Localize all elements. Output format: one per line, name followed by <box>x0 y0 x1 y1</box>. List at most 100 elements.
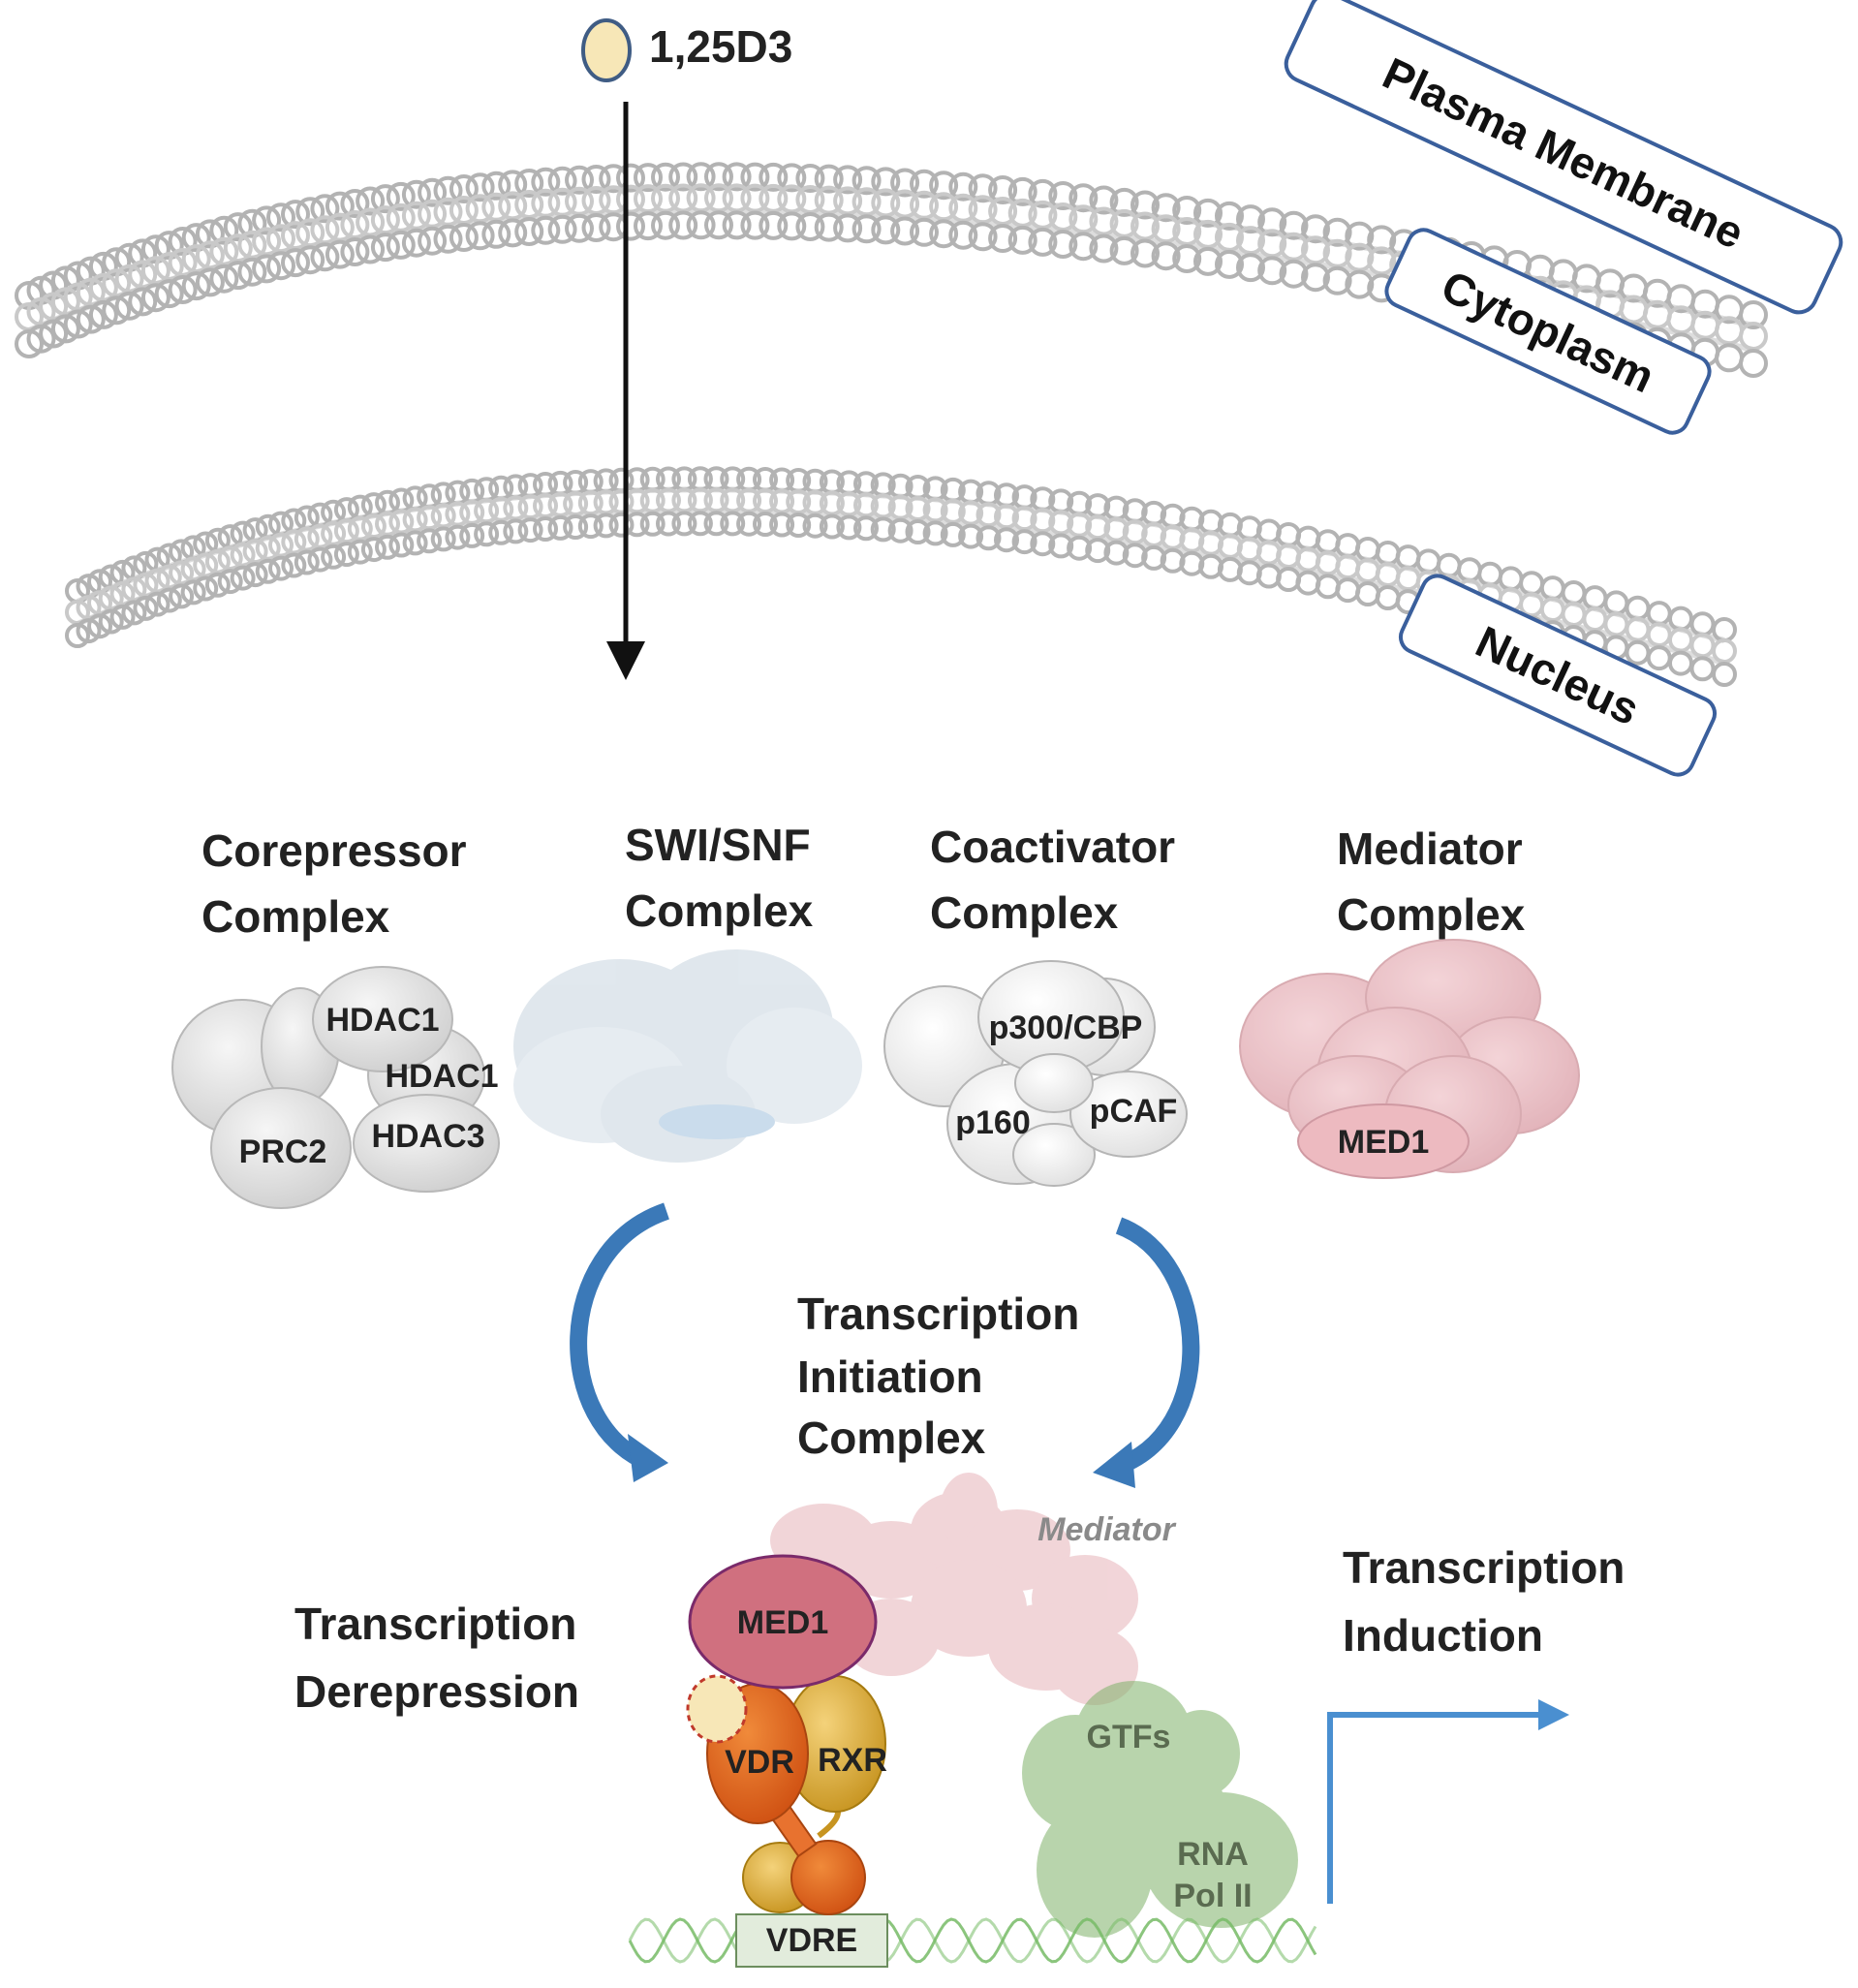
lipid-head <box>360 537 387 563</box>
lipid-head <box>1646 601 1672 627</box>
lipid-head <box>340 189 370 218</box>
corepressor-hdac3-label: HDAC3 <box>371 1118 484 1155</box>
lipid-head <box>581 165 611 194</box>
lipid-head <box>593 513 619 539</box>
lipid-head <box>459 522 485 548</box>
lipid-head <box>547 214 577 244</box>
lipid-head <box>1335 533 1361 559</box>
lipid-head <box>668 162 698 192</box>
derepression-heading: Transcription Derepression <box>294 1599 579 1717</box>
lipid-head <box>686 210 716 240</box>
lipid-head <box>430 526 456 552</box>
lipid-head <box>1011 529 1037 555</box>
lipid-head <box>968 173 998 203</box>
lipid-head <box>401 228 431 258</box>
lipid-head <box>449 174 479 203</box>
entry-arrow-head <box>606 641 645 680</box>
lipid-head <box>1355 581 1380 606</box>
lipid-head <box>547 166 577 196</box>
lipid-head <box>1007 176 1037 206</box>
gtfs-label: GTFs <box>1087 1719 1171 1755</box>
corepressor-hdac1-label-1: HDAC1 <box>325 1002 439 1039</box>
lipid-head <box>639 511 666 537</box>
lipid-head <box>1335 577 1361 604</box>
lipid-head <box>1375 585 1401 610</box>
svg-text:Transcription: Transcription <box>797 1289 1079 1339</box>
lipid-head <box>1301 214 1330 244</box>
lipid-head <box>1561 580 1587 606</box>
assembly-med1-label: MED1 <box>737 1604 828 1641</box>
lipid-head <box>1257 207 1287 237</box>
lipid-head <box>1322 217 1352 247</box>
corepressor-prc2-label: PRC2 <box>239 1134 327 1170</box>
lipid-head <box>948 220 978 250</box>
lipid-head <box>871 167 901 197</box>
lipid-head <box>988 175 1018 204</box>
lipid-head <box>547 514 573 541</box>
right-curved-arrow <box>1110 1217 1200 1476</box>
corepressor-heading: Corepressor Complex <box>201 825 467 942</box>
lipid-head <box>386 181 416 211</box>
lipid-head <box>498 170 528 200</box>
vdre-box: VDRE <box>735 1913 888 1968</box>
lipid-head <box>656 511 681 537</box>
lipid-head <box>759 210 789 240</box>
lipid-head <box>1689 656 1716 682</box>
lipid-head <box>1603 611 1629 637</box>
lipid-head <box>1193 198 1223 228</box>
lipid-head <box>252 254 282 284</box>
vdre-label: VDRE <box>766 1922 857 1959</box>
lipid-head <box>577 513 604 540</box>
lipid-head <box>1028 178 1058 208</box>
lipid-head <box>325 239 355 269</box>
lipid-head <box>1103 540 1130 566</box>
lipid-head <box>833 165 863 195</box>
lipid-head <box>1130 190 1160 220</box>
lipid-head <box>1085 538 1111 564</box>
lipid-head <box>114 291 144 321</box>
lipid-head <box>310 194 340 224</box>
lipid-head <box>581 213 611 242</box>
mediator-heading: Mediator Complex <box>1337 823 1526 940</box>
lipid-head <box>704 162 733 192</box>
lipid-head <box>121 600 147 626</box>
svg-text:Complex: Complex <box>1337 889 1526 940</box>
right-curved-arrow-head <box>1093 1442 1135 1488</box>
lipid-head <box>1151 241 1181 271</box>
lipid-head <box>325 191 355 221</box>
lipid-head <box>307 546 333 573</box>
lipid-head <box>671 511 697 537</box>
lipid-head <box>128 287 158 317</box>
lipid-head <box>76 304 106 334</box>
lipid-head <box>1519 592 1545 618</box>
lipid-head <box>1415 548 1441 575</box>
svg-text:SWI/SNF: SWI/SNF <box>625 820 811 870</box>
svg-text:Complex: Complex <box>201 891 390 942</box>
lipid-head <box>1715 343 1744 373</box>
lipid-head <box>481 171 511 201</box>
lipid-head <box>1141 544 1167 571</box>
lipid-head <box>668 210 698 240</box>
svg-text:Induction: Induction <box>1343 1610 1543 1661</box>
lipid-head <box>417 528 443 554</box>
lipid-head <box>237 257 267 287</box>
lipid-head <box>223 212 253 242</box>
lipid-head <box>347 539 373 565</box>
lipid-head <box>294 549 320 575</box>
lipid-head <box>1030 531 1056 557</box>
corepressor-hdac1-label-2: HDAC1 <box>385 1058 498 1095</box>
lipid-head <box>852 214 882 244</box>
lipid-head <box>1375 562 1401 587</box>
lipid-head <box>651 210 680 240</box>
lipid-head <box>433 175 463 205</box>
lipid-head <box>533 516 558 542</box>
lipid-head <box>266 251 295 281</box>
lipid-head <box>474 498 500 524</box>
svg-text:Transcription: Transcription <box>1343 1542 1625 1593</box>
swi-snf-cluster <box>513 949 862 1163</box>
lipid-head <box>1315 550 1341 576</box>
lipid-head <box>1561 602 1587 627</box>
mediator-med1-label: MED1 <box>1338 1124 1429 1161</box>
corepressor-cluster <box>171 966 500 1209</box>
lipid-head <box>1315 574 1341 600</box>
